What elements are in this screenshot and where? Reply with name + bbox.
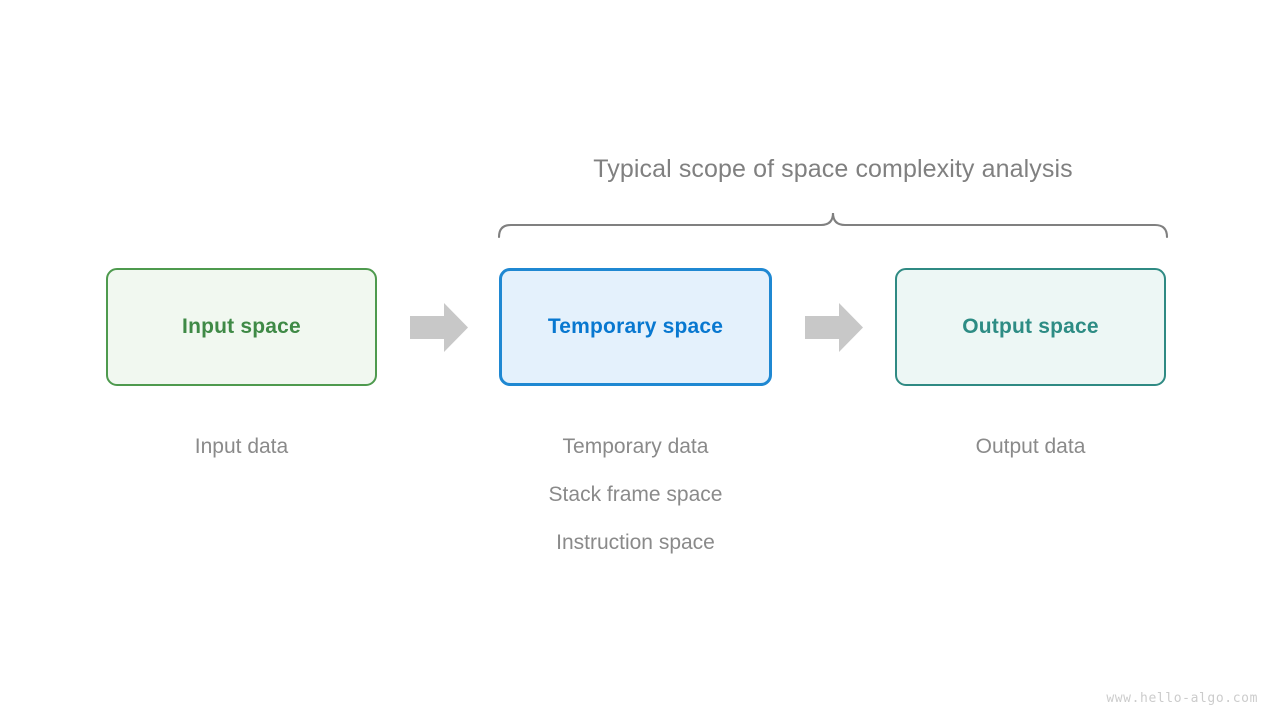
- box-output-space-label: Output space: [962, 315, 1099, 338]
- caption-line: Instruction space: [556, 531, 715, 554]
- scope-title: Typical scope of space complexity analys…: [593, 155, 1073, 183]
- box-output-space[interactable]: Output space: [895, 268, 1166, 386]
- box-input-space-label: Input space: [182, 315, 301, 338]
- box-temporary-space-label: Temporary space: [547, 315, 724, 338]
- caption-line: Output data: [975, 435, 1086, 458]
- caption-line: Input data: [194, 435, 289, 458]
- arrow-right-icon: [410, 303, 468, 352]
- scope-brace-icon: [497, 212, 1169, 239]
- caption-column-temporary: Temporary data Stack frame space Instruc…: [499, 423, 772, 567]
- caption-column-output: Output data: [895, 423, 1166, 471]
- caption-line: Stack frame space: [548, 483, 723, 506]
- caption-column-input: Input data: [106, 423, 377, 471]
- box-input-space[interactable]: Input space: [106, 268, 377, 386]
- caption-line: Temporary data: [562, 435, 709, 458]
- box-temporary-space[interactable]: Temporary space: [499, 268, 772, 386]
- arrow-right-icon: [805, 303, 863, 352]
- watermark: www.hello-algo.com: [1106, 691, 1258, 706]
